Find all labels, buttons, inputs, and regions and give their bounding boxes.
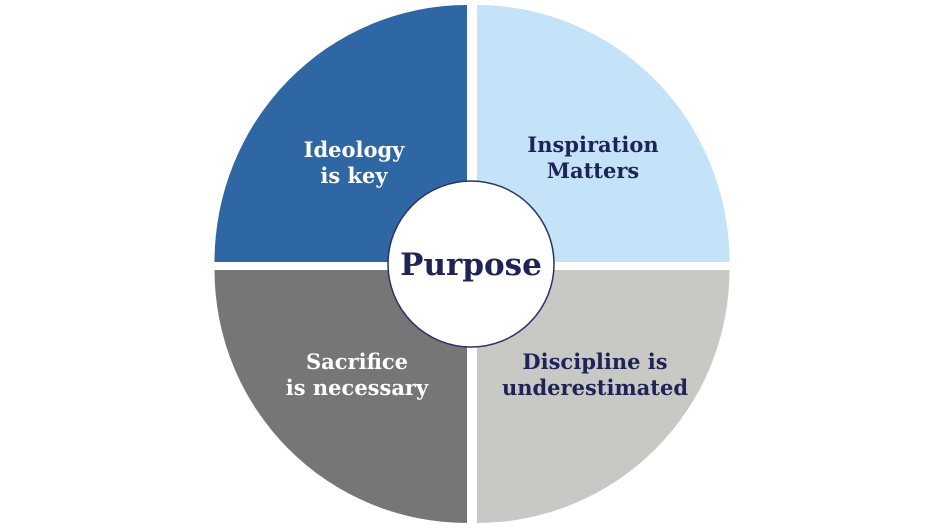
quadrant-ideology [214, 5, 467, 262]
quadrant-discipline-label-line1: Discipline is [522, 349, 667, 374]
quadrant-ideology-label-line1: Ideology [304, 137, 406, 162]
quadrant-inspiration [477, 5, 730, 262]
quadrant-ideology-label-line2: is key [320, 163, 388, 188]
quadrant-discipline-label-line2: underestimated [502, 375, 688, 400]
center-circle [387, 180, 555, 348]
quadrant-inspiration-label-line1: Inspiration [527, 132, 658, 157]
quadrant-inspiration-label-line2: Matters [547, 158, 640, 183]
quadrant-sacrifice-label-line2: is necessary [286, 375, 429, 400]
center-label-purpose: Purpose [400, 247, 542, 283]
quadrant-sacrifice [214, 270, 467, 523]
quadrant-sacrifice-label-line1: Sacrifice [306, 349, 408, 374]
quadrant-discipline [477, 270, 730, 523]
